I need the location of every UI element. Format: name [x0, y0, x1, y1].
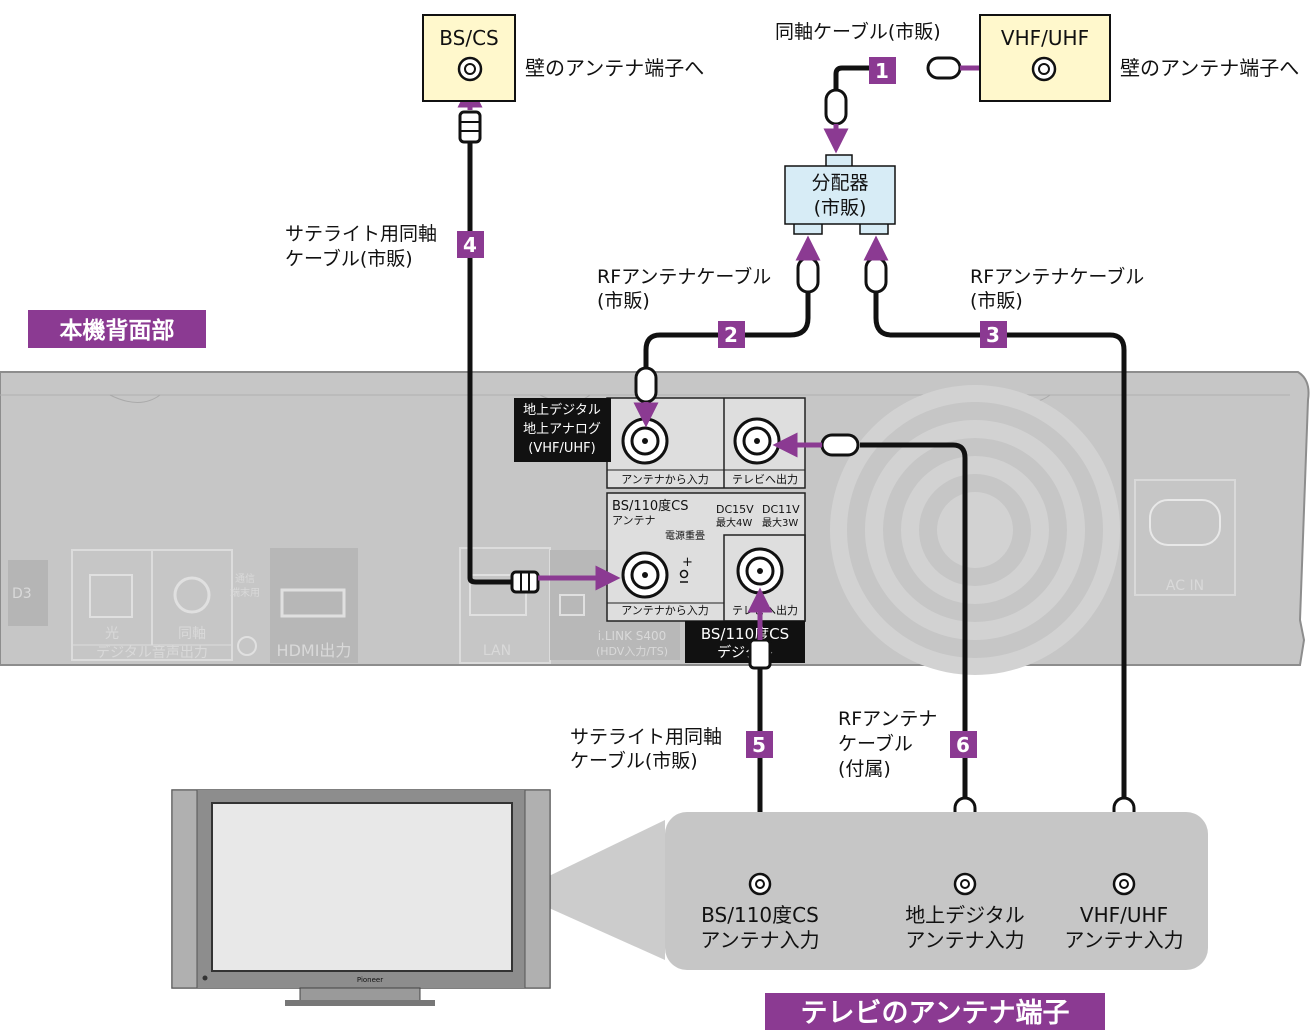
cable-3-label-1: RFアンテナケーブル [970, 265, 1144, 288]
footer-title: テレビのアンテナ端子 [801, 998, 1070, 1029]
cable-1-number: 1 [875, 59, 889, 83]
tv-vhf-label-1: VHF/UHF [1080, 903, 1168, 927]
cable-4-number: 4 [463, 233, 477, 257]
tv-brand-logo: Pioneer [357, 976, 383, 984]
cable-4-label-2: ケーブル(市販) [285, 247, 413, 270]
dc15-label: DC15V [716, 503, 754, 516]
cable-3-label-2: (市販) [970, 290, 1023, 312]
cable-1-badge [869, 57, 896, 84]
cable-1-label: 同軸ケーブル(市販) [775, 20, 941, 43]
cable-5-number: 5 [752, 733, 766, 757]
plus-symbol: + [682, 555, 693, 570]
bs-in-label: アンテナから入力 [621, 604, 709, 617]
bs-footer-1: BS/110度CS [701, 625, 789, 643]
television: Pioneer [171, 789, 665, 1006]
tv-screen [211, 802, 513, 972]
wall-bs-label: 壁のアンテナ端子へ [525, 56, 704, 80]
terrestrial-in-label: アンテナから入力 [621, 473, 709, 486]
cable-5-label-1: サテライト用同軸 [570, 726, 722, 748]
rear-panel-title: 本機背面部 [60, 317, 175, 344]
cable-4-badge [457, 231, 484, 258]
tv-antenna-terminals: BS/110度CS アンテナ入力 地上デジタル アンテナ入力 VHF/UHF ア… [665, 812, 1208, 970]
cable-plugs [458, 56, 1136, 847]
acin-label: AC IN [1166, 578, 1204, 594]
recorder-rear-panel: AC IN D3 光 同軸 デジタル音声出力 通信 端末用 HDMI出力 LAN… [0, 371, 1310, 675]
wall-vhf-label: 壁のアンテナ端子へ [1120, 56, 1299, 80]
splitter-label-2: (市販) [814, 197, 867, 219]
coaxial-label: 同軸 [178, 626, 206, 642]
hdmi-label: HDMI出力 [277, 641, 352, 660]
cable-5-badge [746, 731, 773, 758]
cable-6-label-3: (付属) [838, 758, 891, 780]
tv-vhf-label-2: アンテナ入力 [1064, 928, 1183, 952]
wall-bs-title: BS/CS [439, 26, 498, 50]
wall-plate-vhf: VHF/UHF [979, 14, 1111, 102]
terrestrial-out-label: テレビへ出力 [732, 472, 798, 486]
splitter-label-1: 分配器 [811, 172, 868, 194]
cable-1 [833, 65, 870, 90]
tv-terr-label-2: アンテナ入力 [905, 928, 1024, 952]
dc11-label: DC11V [762, 503, 800, 516]
cable-2-number: 2 [724, 323, 738, 347]
cable-4-label-1: サテライト用同軸 [285, 223, 437, 245]
max4w-label: 最大4W [716, 516, 752, 529]
bs-label-2: アンテナ [612, 514, 656, 527]
tv-bs-label-1: BS/110度CS [701, 903, 819, 927]
splitter: 分配器 (市販) [784, 154, 896, 235]
comm-label-1: 通信 [235, 573, 255, 585]
ilink-sub-label: (HDV入力/TS) [596, 645, 668, 658]
digital-audio-label: デジタル音声出力 [96, 644, 208, 661]
wall-bs-jack [457, 56, 483, 82]
cable-3-number: 3 [986, 323, 1000, 347]
cable-2-label-1: RFアンテナケーブル [597, 265, 771, 288]
cable-6 [860, 442, 968, 800]
tv-terr-label-1: 地上デジタル [905, 903, 1025, 927]
terrestrial-label-3: (VHF/UHF) [528, 441, 595, 456]
tv-terrestrial-input-jack[interactable] [953, 872, 977, 896]
wall-plate-bs: BS/CS [422, 14, 516, 102]
wall-vhf-title: VHF/UHF [1001, 26, 1089, 50]
wall-vhf-jack [1031, 56, 1057, 82]
tv-vhf-input-jack[interactable] [1112, 872, 1136, 896]
footer-title-bg [765, 993, 1105, 1030]
tv-bs-label-2: アンテナ入力 [700, 928, 819, 952]
terrestrial-label-2: 地上アナログ [523, 422, 601, 437]
cable-6-number: 6 [956, 733, 970, 757]
cable-5-label-2: ケーブル(市販) [570, 749, 698, 772]
optical-label: 光 [105, 626, 119, 642]
cable-6-label-1: RFアンテナ [838, 708, 937, 730]
power-label: 電源重畳 [665, 529, 705, 542]
tv-bs-input-jack[interactable] [748, 872, 772, 896]
cable-2-label-2: (市販) [597, 290, 650, 312]
d3-label: D3 [12, 586, 32, 602]
terrestrial-label-1: 地上デジタル [523, 402, 601, 418]
comm-label-2: 端末用 [230, 586, 260, 599]
cable-4 [467, 130, 512, 585]
bs-label-1: BS/110度CS [612, 498, 688, 514]
cable-2-badge [718, 321, 745, 348]
rear-panel-title-bg [28, 310, 206, 348]
ilink-label: i.LINK S400 [598, 629, 667, 643]
bs-antenna-panel: BS/110度CS アンテナ 電源重畳 DC15V 最大4W DC11V 最大3… [606, 492, 806, 663]
bs-out-label: テレビへ出力 [732, 603, 798, 617]
max3w-label: 最大3W [762, 516, 798, 529]
cable-6-badge [950, 731, 977, 758]
cable-3-badge [980, 321, 1007, 348]
cable-6-label-2: ケーブル [838, 732, 913, 755]
lan-label: LAN [483, 643, 511, 659]
cooling-fan [830, 385, 1120, 675]
